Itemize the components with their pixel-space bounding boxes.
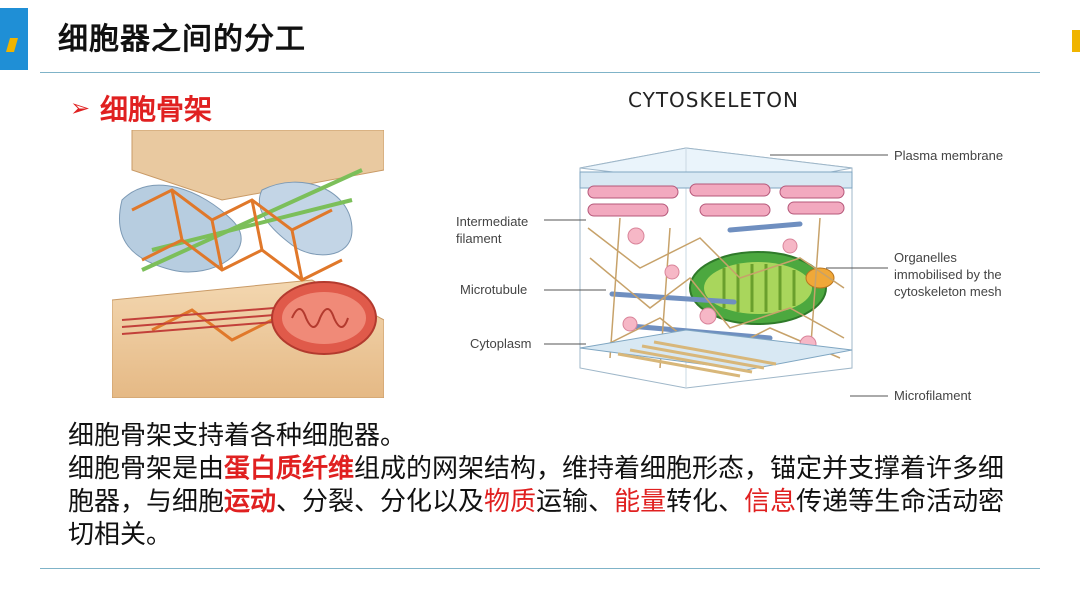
- section-heading: ➢ 细胞骨架: [70, 88, 212, 128]
- highlight-movement: 运动: [224, 487, 277, 517]
- highlight-protein-fiber: 蛋白质纤维: [224, 454, 355, 484]
- right-accent-mark: [1072, 30, 1080, 52]
- arrow-bullet-icon: ➢: [70, 94, 91, 122]
- body-text-segment: 细胞骨架是由: [68, 454, 225, 484]
- cytoskeleton-diagram: Plasma membrane Intermediate filament Or…: [456, 147, 1003, 403]
- highlight-material: 物质: [484, 487, 537, 517]
- body-text-segment: 组成的网架结构，维持着细胞形态，锚定并支撑着许多细胞器，与细胞: [68, 454, 1005, 517]
- body-line-1: 细胞骨架支持着各种细胞器。: [68, 421, 407, 451]
- cytoskeleton-illustration: [112, 130, 384, 398]
- body-text-segment: 转化、: [666, 487, 745, 517]
- highlight-energy: 能量: [614, 487, 667, 517]
- body-text-segment: 运输、: [536, 487, 615, 517]
- header-divider: [40, 72, 1040, 73]
- highlight-information: 信息: [744, 487, 797, 517]
- label-microtubule: Microtubule: [460, 282, 527, 297]
- body-text-segment: 传递等生命活动密切相关。: [68, 487, 1005, 550]
- label-organelles-line3: cytoskeleton mesh: [894, 284, 1002, 299]
- label-microfilament: Microfilament: [894, 388, 972, 403]
- title-accent-bar: [0, 8, 28, 70]
- footer-divider: [40, 568, 1040, 569]
- label-plasma-membrane: Plasma membrane: [894, 148, 1003, 163]
- label-intermediate-filament-line2: filament: [456, 231, 502, 246]
- label-intermediate-filament-line1: Intermediate: [456, 214, 528, 229]
- label-organelles-line2: immobilised by the: [894, 267, 1002, 282]
- body-paragraph-2: 细胞骨架是由蛋白质纤维组成的网架结构，维持着细胞形态，锚定并支撑着许多细胞器，与…: [68, 453, 1028, 552]
- label-organelles-line1: Organelles: [894, 250, 957, 265]
- body-text-segment: 、分裂、分化以及: [276, 487, 485, 517]
- label-cytoplasm: Cytoplasm: [470, 336, 531, 351]
- slide-title: 细胞器之间的分工: [58, 22, 306, 57]
- section-heading-text: 细胞骨架: [100, 93, 213, 126]
- figure-title: CYTOSKELETON: [628, 88, 799, 112]
- body-text: 细胞骨架支持着各种细胞器。 细胞骨架是由蛋白质纤维组成的网架结构，维持着细胞形态…: [68, 420, 1028, 552]
